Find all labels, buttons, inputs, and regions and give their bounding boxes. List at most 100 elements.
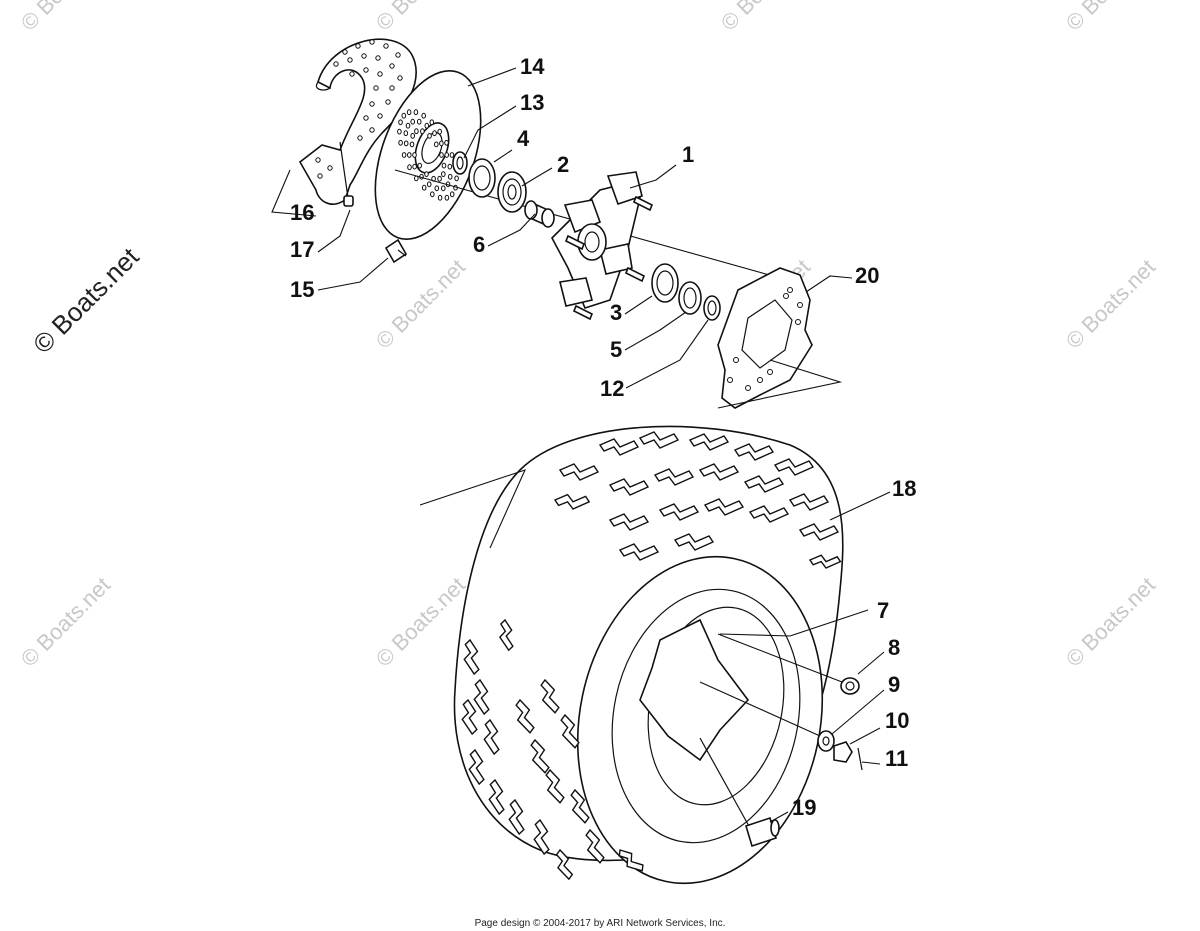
guard-hole: [369, 127, 375, 133]
wheel-hub: [551, 171, 654, 321]
guard-hole: [375, 55, 381, 61]
guard-hole: [349, 71, 355, 77]
callout-11: 11: [885, 746, 908, 771]
spacer-6: [524, 200, 555, 228]
footer-copyright: Page design © 2004-2017 by ARI Network S…: [474, 918, 726, 929]
plate-hole: [787, 287, 793, 293]
disc-hole: [437, 175, 442, 182]
disc-hole: [432, 130, 437, 137]
callout-14: 14: [520, 54, 545, 79]
tread-block: [560, 713, 580, 749]
guard-hole: [389, 85, 395, 91]
leader-line-8: [857, 651, 885, 675]
disc-hole: [439, 140, 444, 147]
brake-disc: [374, 70, 482, 240]
tread-block: [585, 828, 605, 864]
guard-hole: [389, 63, 395, 69]
wheel-axis-leader: [717, 633, 843, 683]
disc-hole: [413, 109, 419, 116]
callout-13: 13: [520, 90, 544, 115]
disc-hole: [405, 122, 411, 129]
disc-hole: [407, 152, 412, 158]
plate-hole: [733, 357, 739, 363]
guard-hole: [347, 57, 353, 63]
watermark: © Boats.net: [371, 0, 470, 36]
leader-line-16: [271, 169, 317, 217]
guard-hole: [377, 71, 383, 77]
leader-line-1: [629, 164, 677, 189]
callout-16: 16: [290, 200, 314, 225]
disc-hole: [417, 162, 423, 169]
tread-block: [688, 433, 730, 451]
tread-block: [499, 618, 514, 652]
leader-line-13: [463, 105, 517, 159]
callout-3: 3: [610, 300, 622, 325]
callout-10: 10: [885, 708, 909, 733]
leader-line-19: [769, 811, 789, 823]
callout-6: 6: [473, 232, 485, 257]
nut-10: [833, 741, 853, 763]
disc-hole: [444, 194, 450, 201]
guard-hole: [315, 157, 321, 163]
plate-hole: [757, 377, 763, 383]
guard-hole: [369, 39, 375, 45]
callout-18: 18: [892, 476, 916, 501]
tread-block: [461, 698, 478, 736]
disc-hole: [449, 191, 455, 198]
tread-block: [570, 788, 590, 824]
seal-13: [452, 151, 468, 175]
disc-hole: [424, 122, 430, 129]
guard-hole: [377, 113, 383, 119]
plate-hole: [767, 369, 773, 375]
tread-block: [540, 678, 560, 714]
leader-line-5: [624, 311, 687, 351]
guard-hole: [361, 53, 367, 59]
tread-block: [608, 513, 650, 531]
disc-hole: [398, 119, 403, 126]
disc-hole: [412, 163, 417, 170]
leader-line-14: [467, 67, 517, 87]
disc-hole: [439, 152, 444, 158]
leader-line-6: [487, 213, 536, 247]
plate-hole: [727, 377, 733, 383]
watermark-main: © Boats.net: [27, 241, 145, 359]
disc-hole: [444, 139, 449, 146]
callout-15: 15: [290, 277, 314, 302]
leader-line-11: [861, 761, 881, 765]
tread-block: [463, 638, 480, 676]
disc-hole: [421, 184, 427, 191]
tread-block: [653, 468, 695, 486]
disc-hole: [444, 152, 450, 158]
tread-block: [658, 503, 700, 521]
leader-line-15: [317, 257, 389, 291]
disc-hole: [412, 152, 417, 158]
plate-hole: [795, 319, 801, 325]
plate-hole: [783, 293, 789, 299]
disc-hole: [410, 118, 416, 125]
wheel-axis-leader: [699, 681, 821, 737]
guard-hole: [383, 43, 389, 49]
leader-line-2: [521, 167, 553, 187]
disc-hole: [410, 133, 416, 139]
tread-block: [743, 475, 785, 493]
disc-hole: [437, 128, 443, 135]
callout-12: 12: [600, 376, 624, 401]
disc-hole: [441, 185, 446, 192]
watermark: © Boats.net: [716, 0, 815, 36]
bearing-4: [468, 158, 496, 198]
guard-hole: [327, 165, 333, 171]
guard-hole: [342, 49, 348, 55]
callout-9: 9: [888, 672, 900, 697]
watermark: © Boats.net: [16, 572, 115, 671]
tread-block: [553, 493, 591, 510]
tread-block: [598, 438, 640, 456]
disc-hole: [407, 164, 412, 171]
leader-line-17: [317, 209, 351, 253]
callout-20: 20: [855, 263, 879, 288]
disc-hole: [401, 152, 407, 158]
bolt-15: [384, 238, 408, 264]
bearing-3: [651, 263, 679, 303]
watermark: © Boats.net: [371, 572, 470, 671]
disc-hole: [447, 163, 453, 170]
